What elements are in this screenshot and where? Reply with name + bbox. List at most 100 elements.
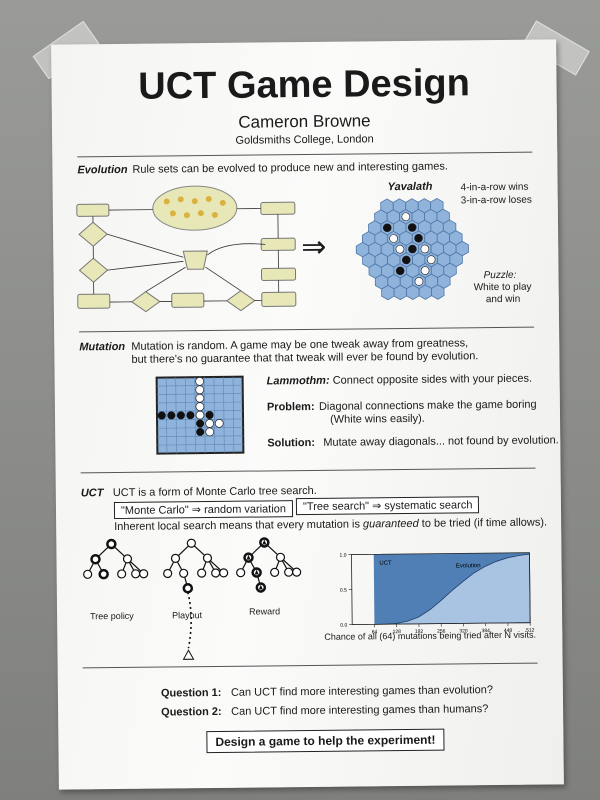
question-1-label: Question 1:: [160, 686, 222, 700]
x-tick-label: 128: [393, 629, 402, 635]
white-piece: [395, 244, 405, 254]
hex-cell: [431, 284, 445, 300]
grid-line: [175, 377, 177, 454]
solution-label: Solution:: [267, 436, 316, 450]
problem-label: Problem:: [266, 400, 315, 414]
white-piece: [414, 277, 424, 286]
puzzle-label: Puzzle:: [483, 269, 517, 282]
white-piece: [426, 255, 436, 264]
black-piece: [186, 411, 195, 420]
author-name: Cameron Browne: [238, 111, 371, 132]
lammothm-line: Lammothm: Connect opposite sides with yo…: [267, 373, 532, 388]
x-tick-label: 448: [504, 628, 513, 634]
grid-line: [223, 376, 225, 453]
solution-text: Mutate away diagonals... not found by ev…: [323, 434, 559, 449]
call-to-action-box: Design a game to help the experiment!: [206, 728, 445, 754]
white-piece: [420, 244, 430, 254]
lammothm-desc: Connect opposite sides with your pieces.: [332, 372, 533, 387]
uct-text-1: UCT is a form of Monte Carlo tree search…: [112, 484, 317, 500]
grid-line: [232, 376, 235, 453]
black-piece: [205, 411, 214, 420]
tree-label-playout: Playout: [172, 610, 203, 621]
x-tick-label: 192: [415, 629, 424, 635]
lammothm-board: [155, 375, 245, 455]
question-2-text: Can UCT find more interesting games than…: [231, 703, 489, 718]
black-piece: [382, 223, 392, 233]
question-2-label: Question 2:: [161, 705, 222, 719]
hex-cell: [381, 284, 395, 301]
puzzle-text-1: White to play: [473, 281, 532, 294]
question-1-text: Can UCT find more interesting games than…: [230, 684, 494, 699]
problem-text-2: (White wins easily).: [329, 412, 425, 426]
divider-3: [80, 467, 536, 474]
white-piece: [195, 385, 205, 395]
grid-line: [213, 376, 216, 453]
grid-line: [165, 377, 168, 454]
monte-carlo-box: "Monte Carlo" ⇒ random variation: [113, 500, 294, 520]
evolution-arrow: ⇒: [301, 230, 327, 265]
black-piece: [167, 411, 176, 420]
uct-text-2a: Inherent local search means that every m…: [114, 518, 364, 534]
tree-policy-diagram: [83, 538, 149, 580]
black-piece: [414, 233, 423, 243]
chart-caption: Chance of all (64) mutations being tried…: [324, 629, 536, 642]
white-piece: [214, 419, 224, 428]
poster: UCT Game Design Cameron Browne Goldsmith…: [51, 39, 564, 790]
y-tick-label: 0.5: [340, 588, 347, 594]
black-piece: [408, 244, 417, 254]
puzzle-text-2: and win: [485, 293, 521, 306]
white-piece: [195, 402, 205, 412]
problem-text-1: Diagonal connections make the game borin…: [318, 398, 537, 413]
yavalath-rule-2: 3-in-a-row loses: [460, 194, 532, 207]
grid-line: [204, 377, 206, 454]
tree-search-box: "Tree search" ⇒ systematic search: [295, 496, 480, 516]
x-tick-label: 64: [372, 629, 378, 635]
tree-label-policy: Tree policy: [90, 610, 134, 622]
divider-1: [77, 151, 533, 158]
yavalath-rule-1: 4-in-a-row wins: [460, 181, 529, 194]
yavalath-board: [355, 197, 469, 301]
white-piece: [195, 410, 205, 420]
black-piece: [196, 428, 205, 437]
series-label-evolution: Evolution: [456, 563, 481, 569]
x-tick-label: 512: [526, 628, 535, 634]
black-piece: [407, 223, 417, 232]
evolution-area: [374, 553, 531, 625]
black-piece: [395, 266, 405, 276]
lammothm-title: Lammothm:: [266, 374, 330, 388]
tree-label-reward: Reward: [249, 606, 281, 617]
uct-text-2b: guaranteed: [362, 517, 419, 531]
white-piece: [195, 393, 205, 403]
y-tick-label: 1.0: [339, 553, 346, 559]
series-label-uct: UCT: [379, 561, 392, 567]
white-piece: [401, 212, 411, 222]
white-piece: [195, 376, 204, 386]
evolution-heading: Evolution: [77, 163, 128, 177]
divider-4: [82, 662, 538, 669]
uct-text-2c: to be tried (if time allows).: [418, 516, 548, 530]
grid-line: [194, 377, 196, 454]
grid-line: [157, 427, 244, 429]
white-piece: [205, 419, 214, 428]
mutation-text-2: but there's no guarantee that that tweak…: [131, 350, 479, 366]
mutation-heading: Mutation: [79, 340, 126, 354]
hex-cell: [406, 284, 420, 300]
black-piece: [157, 411, 166, 420]
black-piece: [176, 411, 185, 420]
white-piece: [205, 427, 215, 437]
affiliation: Goldsmiths College, London: [235, 133, 374, 147]
x-tick-label: 256: [437, 629, 446, 635]
white-piece: [389, 234, 398, 243]
black-piece: [401, 255, 411, 265]
grid-line: [157, 443, 244, 446]
y-tick-label: 0.0: [340, 623, 347, 629]
uct-text-2: Inherent local search means that every m…: [114, 516, 547, 533]
poster-title: UCT Game Design: [138, 62, 471, 108]
playout-diagram: [163, 538, 229, 660]
grid-line: [184, 377, 187, 454]
black-piece: [196, 419, 205, 428]
evolution-text: Rule sets can be evolved to produce new …: [132, 160, 449, 176]
x-tick-label: 384: [482, 628, 491, 634]
hex-cell: [418, 284, 432, 300]
